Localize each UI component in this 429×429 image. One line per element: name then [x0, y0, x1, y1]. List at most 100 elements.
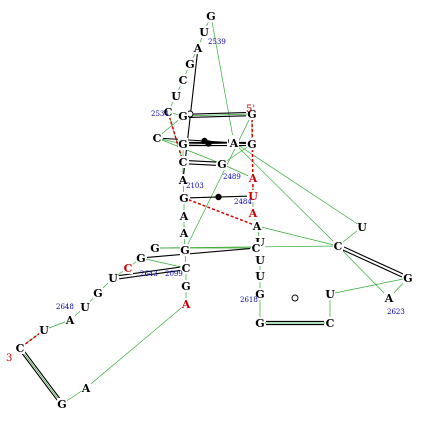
position-number-2103: 2103 [186, 182, 204, 190]
nucleotide-n15: A [179, 227, 189, 240]
nucleotide-background [325, 317, 335, 329]
base-pair-n17-n45-stroke [118, 266, 180, 277]
nucleotide-background [255, 270, 265, 282]
nucleotide-background [179, 210, 189, 222]
nucleotide-n31: G [255, 288, 264, 301]
nucleotide-background [181, 280, 191, 292]
base-pair-n13-n24-dot [215, 193, 222, 201]
backbone-link-n37-n26 [256, 225, 339, 247]
nucleotide-n43: G [136, 252, 145, 265]
nucleotide-background [185, 58, 195, 70]
nucleotide-n52: A [81, 382, 91, 395]
base-pair-n17-n45 [118, 266, 181, 280]
base-pair-n37-n36-stroke [342, 249, 403, 278]
nucleotide-background [136, 252, 146, 264]
nucleotide-n2: U [199, 26, 209, 39]
nucleotide-n44: C [124, 262, 133, 275]
nucleotide-n23: A [248, 172, 258, 185]
nucleotide-background [80, 301, 90, 313]
base-pair-n11-n22-stroke [188, 163, 216, 166]
backbone-link-n8-n20 [182, 113, 253, 117]
nucleotide-background [248, 172, 258, 184]
nucleotide-n8: G [178, 110, 187, 123]
nucleotide-background [178, 110, 188, 122]
nucleotide-background [248, 207, 258, 219]
nucleotide-n40: A [229, 137, 239, 150]
base-pair-n11-n22 [188, 160, 217, 166]
nucleotide-n47: U [80, 301, 90, 314]
nucleotide-n22: G [217, 158, 226, 171]
base-pair-n50-n51-stroke [21, 353, 58, 401]
nucleotide-n17: C [182, 262, 191, 275]
base-pairs-layer [21, 53, 404, 401]
nucleotide-background [180, 244, 190, 256]
nucleotide-n25: A [248, 207, 258, 220]
nucleotide-n3: A [193, 42, 203, 55]
nucleotide-background [357, 221, 367, 233]
position-number-2618: 2618 [240, 296, 258, 304]
nucleotide-n14: A [179, 210, 189, 223]
nucleotide-background [255, 288, 265, 300]
nucleotide-background [65, 314, 75, 326]
strand-end-three-prime: 3 [6, 353, 12, 364]
position-number-2643: 2643 [140, 270, 158, 278]
nucleotide-background [199, 26, 209, 38]
nucleotide-background [39, 324, 49, 336]
nucleotide-n11: C [179, 156, 188, 169]
strand-end-labels-layer: 5' 3 [6, 104, 255, 364]
nucleotide-n18: G [181, 280, 190, 293]
nucleotide-background [247, 138, 257, 150]
nucleotide-n51: G [57, 398, 66, 411]
dashed-interactions-layer [19, 111, 258, 349]
nucleotide-n7: C [164, 106, 173, 119]
base-pair-n50-n51-stroke [24, 351, 61, 399]
nucleotide-n36: G [403, 272, 412, 285]
backbone-link-n40-n41 [233, 142, 339, 247]
nucleotide-background [152, 132, 162, 144]
nucleotide-n45: U [108, 272, 118, 285]
nucleotide-background [171, 90, 181, 102]
nucleotide-n1: G [206, 10, 215, 23]
nucleotide-background [217, 158, 227, 170]
nucleotide-n28: C [252, 242, 261, 255]
nucleotide-background [178, 174, 188, 186]
nucleotide-n16: G [180, 244, 189, 257]
nucleotide-n48: A [65, 314, 75, 327]
nucleotide-background [179, 192, 189, 204]
nucleotide-background [252, 220, 262, 232]
nucleotide-background [229, 137, 239, 149]
base-pair-n11-n22-stroke [189, 160, 217, 163]
nucleotide-n42: G [150, 242, 159, 255]
nucleotide-n24: U [248, 190, 258, 203]
position-number-2099: 2099 [165, 270, 183, 278]
base-pair-n28-n43-stroke [146, 247, 251, 259]
base-pair-n28-n43 [146, 247, 251, 259]
nucleotide-background [57, 398, 67, 410]
nucleotide-n34: U [325, 288, 335, 301]
base-pair-n10-n40-dot [205, 140, 212, 147]
nucleotide-background [403, 272, 413, 284]
backbone-link-n38-n39 [231, 140, 363, 228]
nucleotide-background [193, 42, 203, 54]
backbone-link-n52-n19 [85, 303, 187, 389]
base-pair-n37-n36 [342, 246, 404, 278]
base-pair-n32-n33 [266, 320, 324, 326]
nucleotide-n10: G [178, 138, 187, 151]
strand-end-five-prime: 5' [246, 104, 255, 115]
nucleotide-n32: G [255, 317, 264, 330]
nucleotide-n5: C [179, 74, 188, 87]
nucleotide-background [178, 156, 188, 168]
position-number-2648: 2648 [56, 303, 74, 311]
base-pair-n8-n20 [188, 112, 247, 118]
dashed-interaction-n20-n24 [251, 113, 254, 197]
nucleotide-background [93, 287, 103, 299]
nucleotide-n38: U [357, 221, 367, 234]
open-circle-marker [291, 294, 299, 302]
nucleotide-background [108, 272, 118, 284]
backbone-link-n50-n51 [19, 347, 63, 405]
backbone-link-n35-n37 [337, 245, 390, 299]
nucleotide-background [255, 254, 265, 266]
nucleotides-layer: GUAGCUCGCGCAGAAGCGAGGGAUAAUCUUGGCUAGCUCA… [15, 10, 413, 411]
nucleotide-n4: G [185, 58, 194, 71]
